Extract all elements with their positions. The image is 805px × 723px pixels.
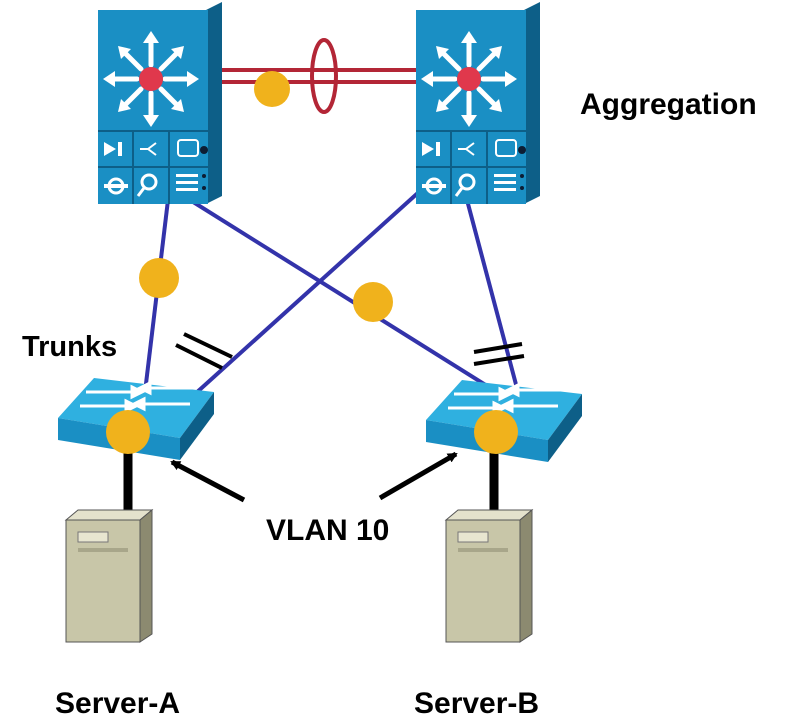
vlan-arrow-left <box>170 459 246 503</box>
stp-dot-access-1 <box>106 410 150 454</box>
trunk-links <box>143 180 520 414</box>
aggregation-switch-1 <box>98 2 222 204</box>
aggregation-switch-2 <box>416 2 540 204</box>
port-channel-ring <box>310 38 338 114</box>
stp-dot-cross-trunk <box>353 282 393 322</box>
server-icon <box>64 508 154 643</box>
server-a-label: Server-A <box>55 687 180 720</box>
server-cables <box>123 452 499 512</box>
stp-dot-access-2 <box>474 410 518 454</box>
module-glyphs <box>104 139 208 197</box>
stp-dot-port-channel <box>254 71 290 107</box>
module-glyphs <box>422 139 526 197</box>
multilayer-switch-icon <box>103 31 199 127</box>
stp-port-dots <box>106 71 518 454</box>
vlan-label: VLAN 10 <box>266 514 389 547</box>
server-b-label: Server-B <box>414 687 539 720</box>
blocked-port-marks <box>175 332 525 370</box>
vlan-arrows <box>170 451 458 503</box>
multilayer-switch-icon <box>421 31 517 127</box>
trunk-agg2-to-access1 <box>173 180 432 414</box>
server-icon <box>444 508 534 643</box>
server-b <box>444 508 534 643</box>
aggregation-label: Aggregation <box>580 88 757 121</box>
trunks-label: Trunks <box>22 331 117 363</box>
trunk-agg1-to-access2 <box>188 198 502 396</box>
port-channel-link <box>222 38 418 114</box>
access-switch-icon <box>80 380 196 414</box>
vlan-arrow-right <box>378 451 458 501</box>
stp-dot-left-trunk <box>139 258 179 298</box>
server-a <box>64 508 154 643</box>
access-switch-icon <box>448 382 564 416</box>
